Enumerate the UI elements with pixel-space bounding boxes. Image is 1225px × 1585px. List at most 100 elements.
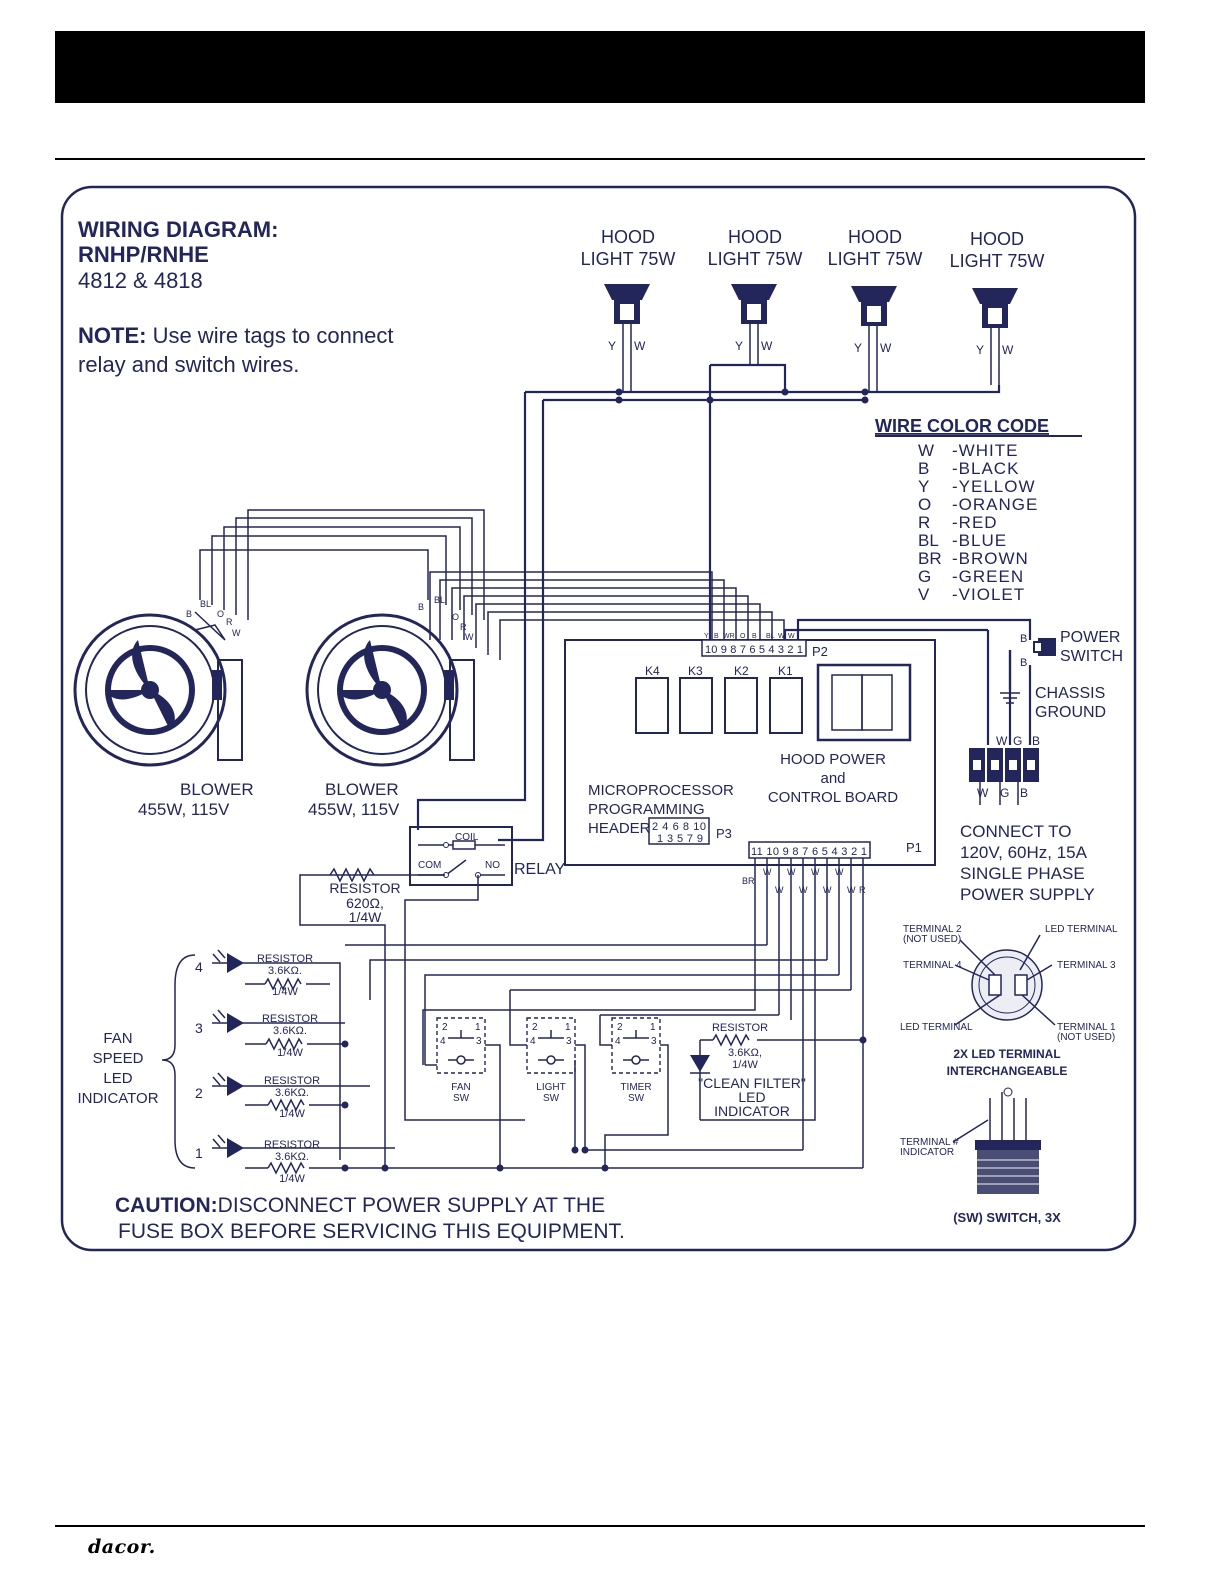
wire-label: B (1032, 734, 1040, 748)
pin-label: 1 (565, 1022, 571, 1033)
fan-blade-icon (337, 640, 407, 730)
relay: COIL COM NO RELAY (299, 826, 566, 1168)
caution-line1: CAUTION:DISCONNECT POWER SUPPLY AT THE (115, 1194, 605, 1217)
wire-label: W (811, 867, 820, 877)
wire-label: W (232, 628, 241, 638)
led-2: RESISTOR 3.6KΩ. 1/4W (212, 1072, 370, 1120)
timer-switch: 2 1 4 3 TIMER SW (611, 1017, 661, 1104)
p1-label: P1 (906, 840, 922, 855)
header-label-2: PROGRAMMING (588, 801, 705, 818)
wire-label: W (847, 885, 856, 895)
wire-label-y: Y (735, 339, 743, 353)
wire-label: R (226, 617, 233, 627)
ground-label-1: CHASSIS (1035, 685, 1105, 702)
wire-label: W (823, 885, 832, 895)
resistor-value: 3.6KΩ. (275, 1087, 309, 1099)
terminal-caption: 2X LED TERMINAL (953, 1047, 1060, 1061)
pin-label: 2 (617, 1022, 623, 1033)
color-code-name: -BLUE (952, 531, 1007, 550)
hood-light-icon (731, 284, 777, 300)
terminal-label: TERMINAL 1 (1057, 1022, 1116, 1033)
relay-k1-label: K1 (778, 664, 793, 678)
resistor-symbol (712, 1033, 750, 1047)
wire-label: G (1013, 734, 1022, 748)
wire-label: B (1020, 657, 1027, 669)
board-label-2: and (820, 770, 845, 787)
wire-label: R (859, 885, 866, 895)
indicator-label: INDICATOR (900, 1147, 954, 1158)
switch-label: SW (628, 1093, 645, 1104)
resistor-label: RESISTOR (262, 1013, 318, 1025)
p3-label: P3 (716, 826, 732, 841)
fan-blade-icon (105, 640, 175, 730)
resistor-symbol (267, 1161, 305, 1175)
hood-light-label: HOOD (601, 227, 655, 247)
switch-label: TIMER (620, 1082, 651, 1093)
header-rule (55, 158, 1145, 160)
note-line1: Use wire tags to connect (146, 323, 393, 348)
caution-line2: FUSE BOX BEFORE SERVICING THIS EQUIPMENT… (118, 1220, 625, 1243)
p3-row2: 1 3 5 7 9 (657, 833, 703, 845)
wire-label-w: W (880, 341, 892, 355)
p3-connector (648, 817, 710, 845)
resistor-label: RESISTOR (264, 1139, 320, 1151)
hood-light-3: HOOD LIGHT 75W Y W (828, 227, 923, 392)
p2-label: P2 (812, 644, 828, 659)
color-code-abbr: Y (918, 477, 929, 496)
relay-coil-label: COIL (455, 832, 479, 843)
resistor-label: RESISTOR (329, 880, 400, 896)
blower-wiring: B BL O R W B BL O R W (186, 509, 785, 660)
resistor-620: RESISTOR 620Ω, 1/4W (329, 867, 401, 925)
hood-light-1: HOOD LIGHT 75W Y W (581, 227, 675, 392)
wire-label: W (977, 786, 989, 800)
wire-label: G (1000, 786, 1009, 800)
light-switch: 2 1 4 3 LIGHT SW (526, 1017, 576, 1104)
wire-label-y: Y (608, 339, 616, 353)
note-text: NOTE: Use wire tags to connect (78, 323, 393, 348)
board-label-3: CONTROL BOARD (768, 789, 898, 806)
relay-k2 (724, 677, 758, 734)
wire-label: W (778, 633, 785, 640)
ground-icon (1000, 692, 1020, 704)
note-label: NOTE: (78, 323, 146, 348)
footer-rule (55, 1525, 1145, 1527)
switch-wiring (425, 990, 867, 1168)
switch-face-icon (971, 949, 1043, 1021)
switch-caption: (SW) SWITCH, 3X (953, 1210, 1061, 1225)
color-code-abbr: V (918, 585, 930, 604)
wire-label: BL (434, 595, 445, 605)
wire-label: R (460, 622, 467, 632)
resistor-rating: 1/4W (279, 1173, 305, 1185)
fan-led-label-1: FAN (103, 1030, 132, 1047)
switch-label: FAN (451, 1082, 470, 1093)
wire-label-w: W (1002, 343, 1014, 357)
color-code-title: WIRE COLOR CODE (875, 416, 1049, 436)
terminal-block (969, 748, 1039, 782)
wire-color-code: WIRE COLOR CODE (875, 416, 1082, 437)
blower-rating: 455W, 115V (138, 800, 230, 819)
resistor-value: 3.6KΩ, (728, 1047, 762, 1059)
relay-box (409, 826, 513, 886)
terminal-label: LED TERMINAL (1045, 924, 1118, 935)
hood-light-icon (851, 286, 897, 302)
wire-label: B (418, 602, 424, 612)
clean-filter-label: INDICATOR (714, 1103, 790, 1119)
resistor-rating: 1/4W (277, 1047, 303, 1059)
wire-label: Y (704, 633, 709, 640)
pin-label: 2 (442, 1022, 448, 1033)
terminal-note: (NOT USED) (903, 934, 961, 945)
resistor-symbol (265, 1037, 303, 1051)
resistor-symbol (329, 867, 375, 883)
fan-switch: 2 1 4 3 FAN SW (436, 1017, 486, 1104)
switch-body-icon (977, 1150, 1039, 1194)
pin-label: 4 (615, 1036, 621, 1047)
color-code-name: -ORANGE (952, 495, 1038, 514)
wire-label: W (787, 867, 796, 877)
ground-label-2: GROUND (1035, 704, 1106, 721)
pin-label: 1 (475, 1022, 481, 1033)
resistor-value: 3.6KΩ. (273, 1025, 307, 1037)
blower-rating: 455W, 115V (308, 800, 400, 819)
hood-light-rating: LIGHT 75W (828, 249, 923, 269)
resistor-symbol (267, 1098, 305, 1112)
